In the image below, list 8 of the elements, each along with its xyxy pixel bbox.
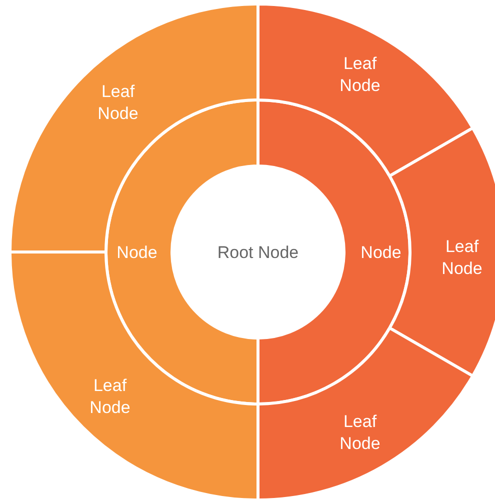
node-label: Root Node	[216, 242, 300, 264]
node-label: Leaf Node	[440, 236, 484, 280]
node-label: Leaf Node	[338, 411, 382, 455]
node-label: Leaf Node	[88, 375, 132, 419]
node-label: Leaf Node	[338, 53, 382, 97]
node-label: Node	[116, 242, 158, 264]
node-label: Leaf Node	[96, 81, 140, 125]
node-label: Node	[360, 242, 402, 264]
